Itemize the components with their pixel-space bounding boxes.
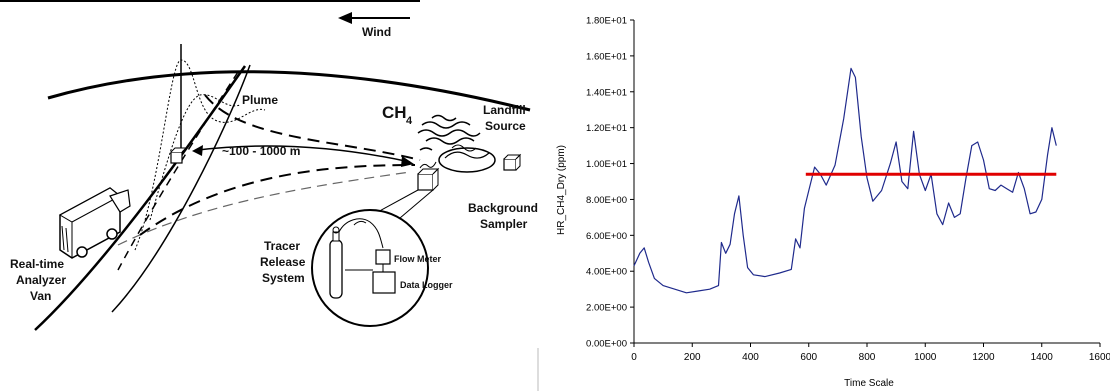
road-right-edge — [111, 64, 251, 313]
road-left-edge — [34, 65, 247, 331]
ch4-main: CH — [382, 103, 407, 122]
y-tick-label: 1.40E+01 — [586, 87, 627, 98]
tracer-release-box-icon — [417, 161, 440, 191]
landfill-label-line1: Landfill — [483, 103, 526, 117]
methane-wisps-icon — [417, 114, 481, 151]
x-tick-label: 1200 — [972, 352, 995, 363]
ch4-label: CH — [382, 103, 407, 122]
ch4-series-line — [633, 67, 1057, 294]
wind-arrow-icon — [338, 12, 410, 24]
x-tick-label: 1600 — [1089, 352, 1110, 363]
x-tick-label: 400 — [742, 352, 759, 363]
tracer-tubing-2 — [353, 220, 367, 226]
plume-lower-boundary-2 — [117, 171, 411, 246]
analyzer-van-icon — [58, 187, 131, 259]
y-tick-label: 1.60E+01 — [586, 51, 627, 62]
tracer-label-line2: Release — [260, 255, 306, 269]
tracer-label-line3: System — [262, 271, 305, 285]
x-axis-label: Time Scale — [844, 378, 894, 389]
x-tick-label: 1000 — [914, 352, 937, 363]
background-sampler-box-icon — [503, 153, 522, 171]
flow-meter-label: Flow Meter — [394, 254, 442, 264]
landfill-label-line2: Source — [485, 119, 526, 133]
y-tick-label: 1.20E+01 — [586, 123, 627, 134]
plume-lower-boundary — [139, 164, 416, 236]
plume-profile-curve-2 — [149, 94, 241, 221]
data-logger-box — [372, 271, 396, 294]
x-tick-label: 600 — [800, 352, 817, 363]
y-tick-label: 8.00E+00 — [586, 195, 627, 206]
x-tick-label: 0 — [631, 352, 637, 363]
flow-meter-box — [375, 249, 391, 265]
tracer-detail-circle — [311, 209, 429, 327]
chart-plot-area: 0.00E+00 2.00E+00 4.00E+00 6.00E+00 8.00E+00… — [586, 16, 1110, 364]
tracer-tubing — [338, 218, 384, 249]
y-tick-label: 6.00E+00 — [586, 231, 627, 242]
data-logger-label: Data Logger — [400, 280, 453, 290]
y-tick-label: 4.00E+00 — [586, 267, 627, 278]
y-tick-label: 1.00E+01 — [586, 159, 627, 170]
tracer-method-diagram: Wind Plume ~100 - 1000 m CH 4 — [0, 0, 539, 391]
tracer-label-line1: Tracer — [264, 239, 300, 253]
wind-label: Wind — [362, 25, 391, 39]
horizon-curve — [47, 70, 531, 112]
background-label-line2: Sampler — [480, 217, 528, 231]
x-tick-label: 800 — [859, 352, 876, 363]
y-tick-label: 1.80E+01 — [586, 16, 627, 27]
x-tick-label: 200 — [684, 352, 701, 363]
zoom-line-right — [399, 189, 434, 219]
y-tick-label: 2.00E+00 — [586, 303, 627, 314]
distance-label: ~100 - 1000 m — [222, 144, 300, 158]
plume-upper-boundary — [204, 94, 421, 161]
plume-label: Plume — [242, 93, 278, 107]
y-tick-label: 0.00E+00 — [586, 339, 627, 350]
distance-arrow-icon — [192, 145, 414, 167]
van-label-line2: Analyzer — [16, 273, 66, 287]
van-label-line1: Real-time — [10, 257, 64, 271]
plume-profile-curve — [134, 59, 266, 251]
roadside-sensor-box-icon — [170, 147, 188, 164]
ch4-time-series-chart: 0.00E+00 2.00E+00 4.00E+00 6.00E+00 8.00E+00… — [556, 16, 1110, 390]
van-label-line3: Van — [30, 289, 51, 303]
ch4-subscript: 4 — [406, 115, 413, 127]
y-axis-label: HR_CH4_Dry (ppm) — [556, 145, 567, 235]
road-centerline — [117, 71, 239, 271]
background-label-line1: Background — [468, 201, 538, 215]
landfill-source-icon — [438, 144, 496, 173]
x-tick-label: 1400 — [1031, 352, 1054, 363]
gas-cylinder-icon — [329, 226, 343, 299]
